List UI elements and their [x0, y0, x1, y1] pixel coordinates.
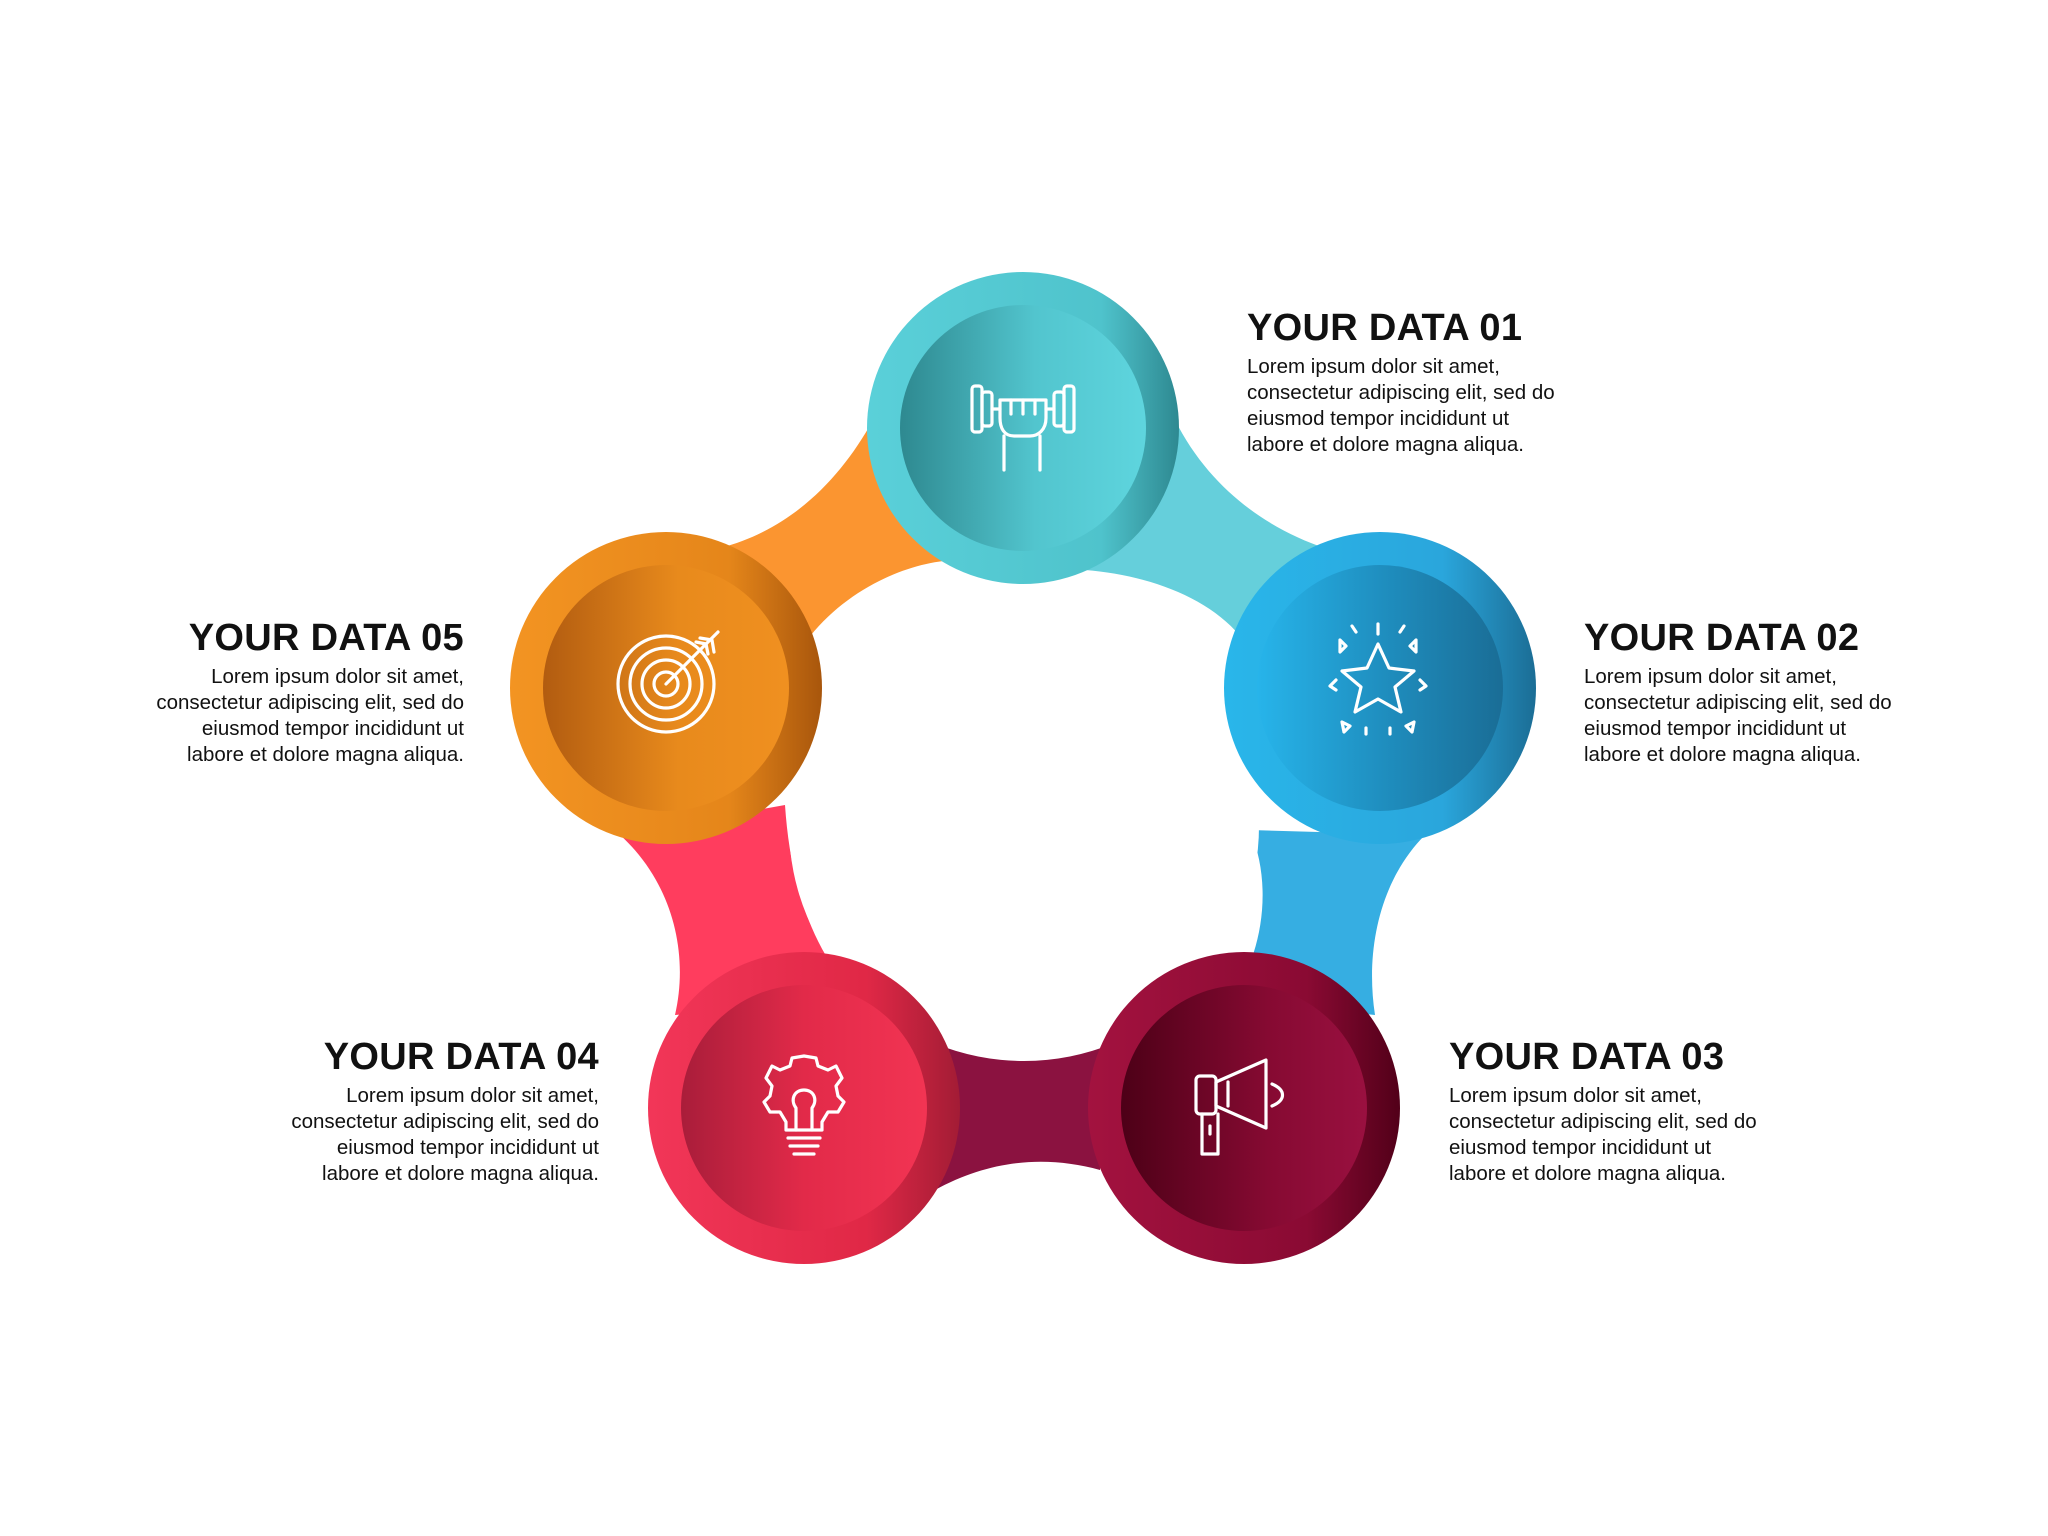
step-title-4: YOUR DATA 04 [323, 1036, 599, 1078]
step-description-line: eiusmod tempor incididunt ut [1449, 1136, 1712, 1159]
step-description-line: Lorem ipsum dolor sit amet, [1584, 665, 1837, 688]
megaphone-icon [1194, 1058, 1285, 1156]
step-description-4: Lorem ipsum dolor sit amet, consectetur … [219, 1083, 599, 1187]
step-description-line: labore et dolore magna aliqua. [1449, 1162, 1726, 1185]
step-title-3: YOUR DATA 03 [1449, 1036, 1725, 1078]
step-description-line: consectetur adipiscing elit, sed do [1449, 1110, 1757, 1133]
step-circle-2 [1224, 532, 1536, 844]
connector-3-4 [935, 1030, 1100, 1190]
step-description-line: eiusmod tempor incididunt ut [201, 717, 464, 740]
step-circle-3 [1088, 952, 1400, 1264]
step-label-5: YOUR DATA 05 Lorem ipsum dolor sit amet,… [84, 616, 464, 768]
step-description-line: eiusmod tempor incididunt ut [336, 1136, 599, 1159]
step-label-4: YOUR DATA 04 Lorem ipsum dolor sit amet,… [219, 1035, 599, 1187]
step-description-line: labore et dolore magna aliqua. [187, 743, 464, 766]
step-description-line: Lorem ipsum dolor sit amet, [1449, 1084, 1702, 1107]
step-description-line: Lorem ipsum dolor sit amet, [346, 1084, 599, 1107]
step-description-line: consectetur adipiscing elit, sed do [156, 691, 464, 714]
dumbbell-fist-icon [970, 384, 1076, 472]
step-label-1: YOUR DATA 01 Lorem ipsum dolor sit amet,… [1247, 306, 1627, 458]
step-title-2: YOUR DATA 02 [1584, 617, 1860, 659]
step-description-line: consectetur adipiscing elit, sed do [1247, 381, 1555, 404]
center-hole [789, 591, 1259, 1061]
step-circle-4 [648, 952, 960, 1264]
step-description-line: eiusmod tempor incididunt ut [1247, 407, 1510, 430]
step-description-line: consectetur adipiscing elit, sed do [291, 1110, 599, 1133]
step-description-line: labore et dolore magna aliqua. [1584, 743, 1861, 766]
step-description-line: consectetur adipiscing elit, sed do [1584, 691, 1892, 714]
step-description-line: eiusmod tempor incididunt ut [1584, 717, 1847, 740]
step-description-5: Lorem ipsum dolor sit amet, consectetur … [84, 664, 464, 768]
step-circle-1 [867, 272, 1179, 584]
step-title-5: YOUR DATA 05 [188, 617, 464, 659]
step-description-1: Lorem ipsum dolor sit amet, consectetur … [1247, 354, 1627, 458]
step-circle-5 [510, 532, 822, 844]
step-label-2: YOUR DATA 02 Lorem ipsum dolor sit amet,… [1584, 616, 1964, 768]
step-description-line: labore et dolore magna aliqua. [1247, 433, 1524, 456]
step-description-line: Lorem ipsum dolor sit amet, [211, 665, 464, 688]
step-description-2: Lorem ipsum dolor sit amet, consectetur … [1584, 664, 1964, 768]
star-sparkle-icon [1328, 622, 1428, 736]
lightbulb-gear-icon [762, 1054, 846, 1156]
step-description-3: Lorem ipsum dolor sit amet, consectetur … [1449, 1083, 1829, 1187]
step-label-3: YOUR DATA 03 Lorem ipsum dolor sit amet,… [1449, 1035, 1829, 1187]
step-description-line: Lorem ipsum dolor sit amet, [1247, 355, 1500, 378]
target-arrow-icon [616, 630, 720, 734]
step-description-line: labore et dolore magna aliqua. [322, 1162, 599, 1185]
step-title-1: YOUR DATA 01 [1247, 307, 1523, 349]
